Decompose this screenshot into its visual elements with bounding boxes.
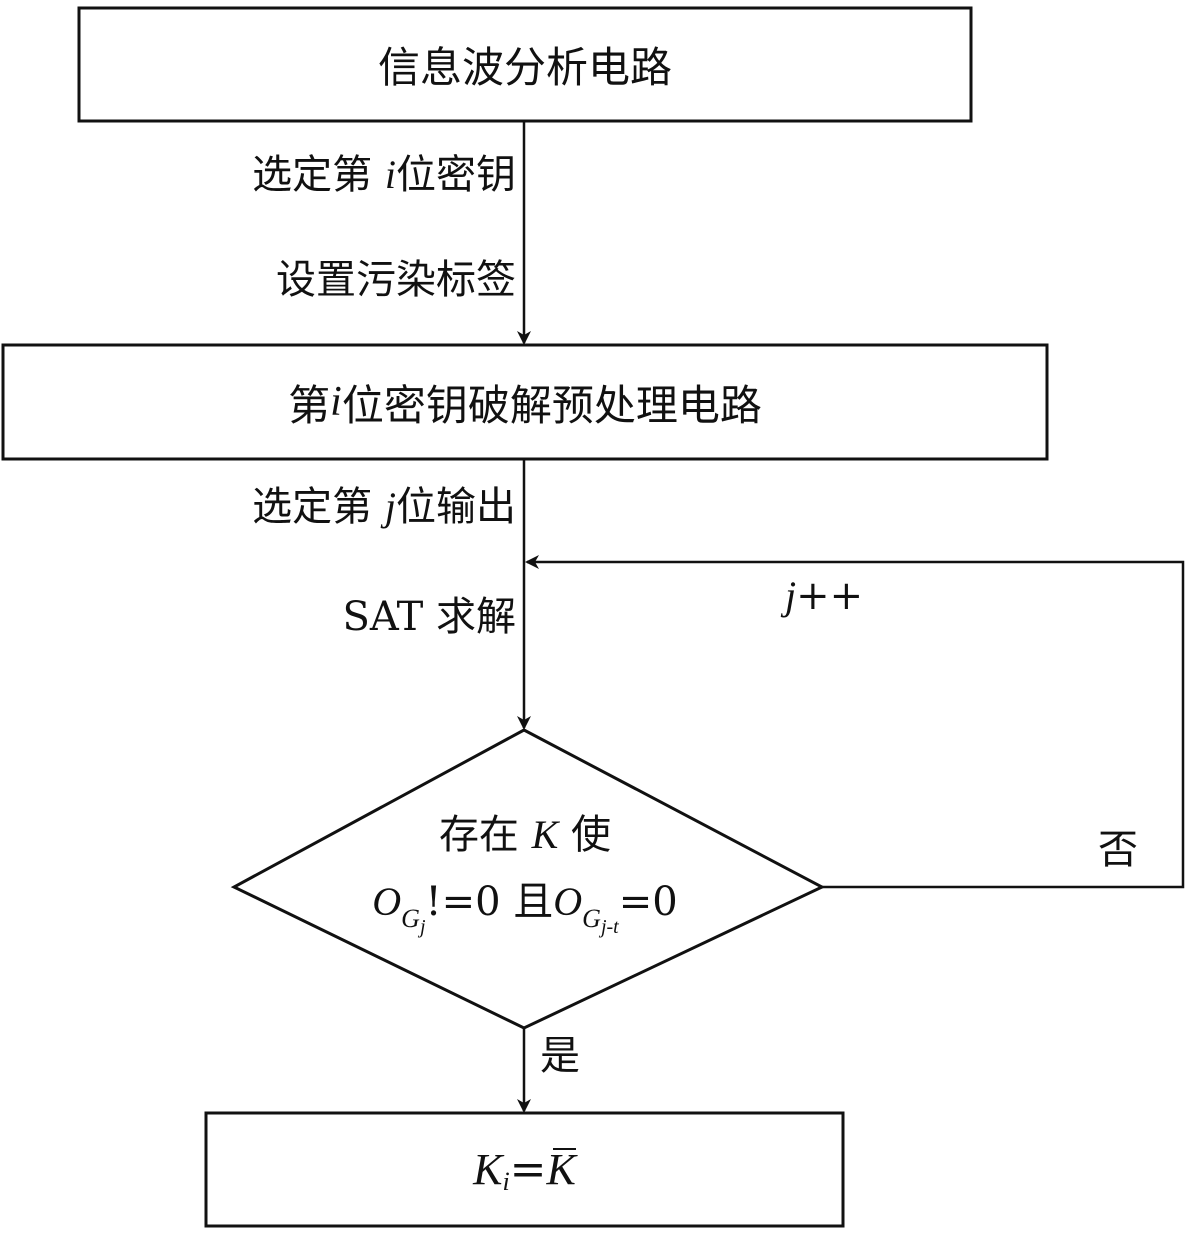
no-branch-label: 否	[1098, 827, 1138, 873]
decision-line-2: OGj!=0 且OGj-t=0	[372, 879, 678, 938]
yes-branch-label: 是	[540, 1033, 580, 1079]
sat-solve-label: SAT 求解	[342, 594, 517, 640]
taint-label: 设置污染标签	[276, 257, 516, 303]
loop-back-arrow	[525, 555, 1185, 889]
select-key-label: 选定第 i位密钥	[252, 152, 516, 198]
k-bar-symbol: K	[546, 1145, 577, 1194]
analysis-circuit-box	[77, 6, 973, 123]
decision-line-1: 存在 K 使	[438, 812, 612, 858]
result-box	[204, 1111, 845, 1228]
preprocess-circuit-box	[1, 343, 1049, 461]
loop-increment-label: j++	[785, 573, 864, 619]
analysis-circuit-label: 信息波分析电路	[377, 43, 672, 92]
select-output-label: 选定第 j位输出	[252, 484, 516, 530]
